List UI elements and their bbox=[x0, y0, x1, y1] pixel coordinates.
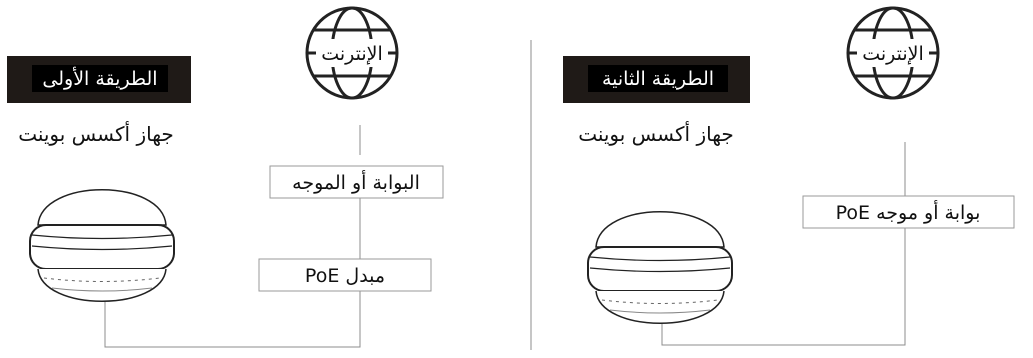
internet-label-one: الإنترنت bbox=[321, 43, 383, 65]
access-point-label-one: جهاز أكسس بوينت bbox=[18, 121, 174, 146]
method-one-badge: الطريقة الأولى bbox=[7, 56, 191, 103]
gateway-label: البوابة أو الموجه bbox=[292, 170, 420, 194]
line-switch-to-device bbox=[104, 291, 361, 348]
method-one-badge-label: الطريقة الأولى bbox=[42, 67, 157, 90]
method-two-badge: الطريقة الثانية bbox=[563, 56, 750, 103]
method-two-section: الطريقة الثانية الإنترنت بوابة أو موجه P… bbox=[563, 6, 1015, 346]
access-point-label-two: جهاز أكسس بوينت bbox=[578, 121, 734, 146]
gateway-box: البوابة أو الموجه bbox=[269, 165, 444, 199]
internet-globe-icon: الإنترنت bbox=[305, 6, 399, 100]
internet-label-two: الإنترنت bbox=[862, 43, 924, 65]
access-point-icon bbox=[587, 210, 733, 325]
poe-switch-box: مبدل PoE bbox=[258, 258, 432, 292]
access-point-icon bbox=[29, 188, 175, 303]
method-two-badge-label: الطريقة الثانية bbox=[602, 68, 714, 90]
poe-gateway-label: بوابة أو موجه PoE bbox=[836, 200, 981, 224]
internet-globe-icon: الإنترنت bbox=[846, 6, 940, 100]
poe-switch-label: مبدل PoE bbox=[305, 265, 385, 287]
method-one-section: الطريقة الأولى الإنترنت البوابة أو الموج… bbox=[7, 6, 444, 348]
poe-gateway-box: بوابة أو موجه PoE bbox=[802, 195, 1015, 229]
